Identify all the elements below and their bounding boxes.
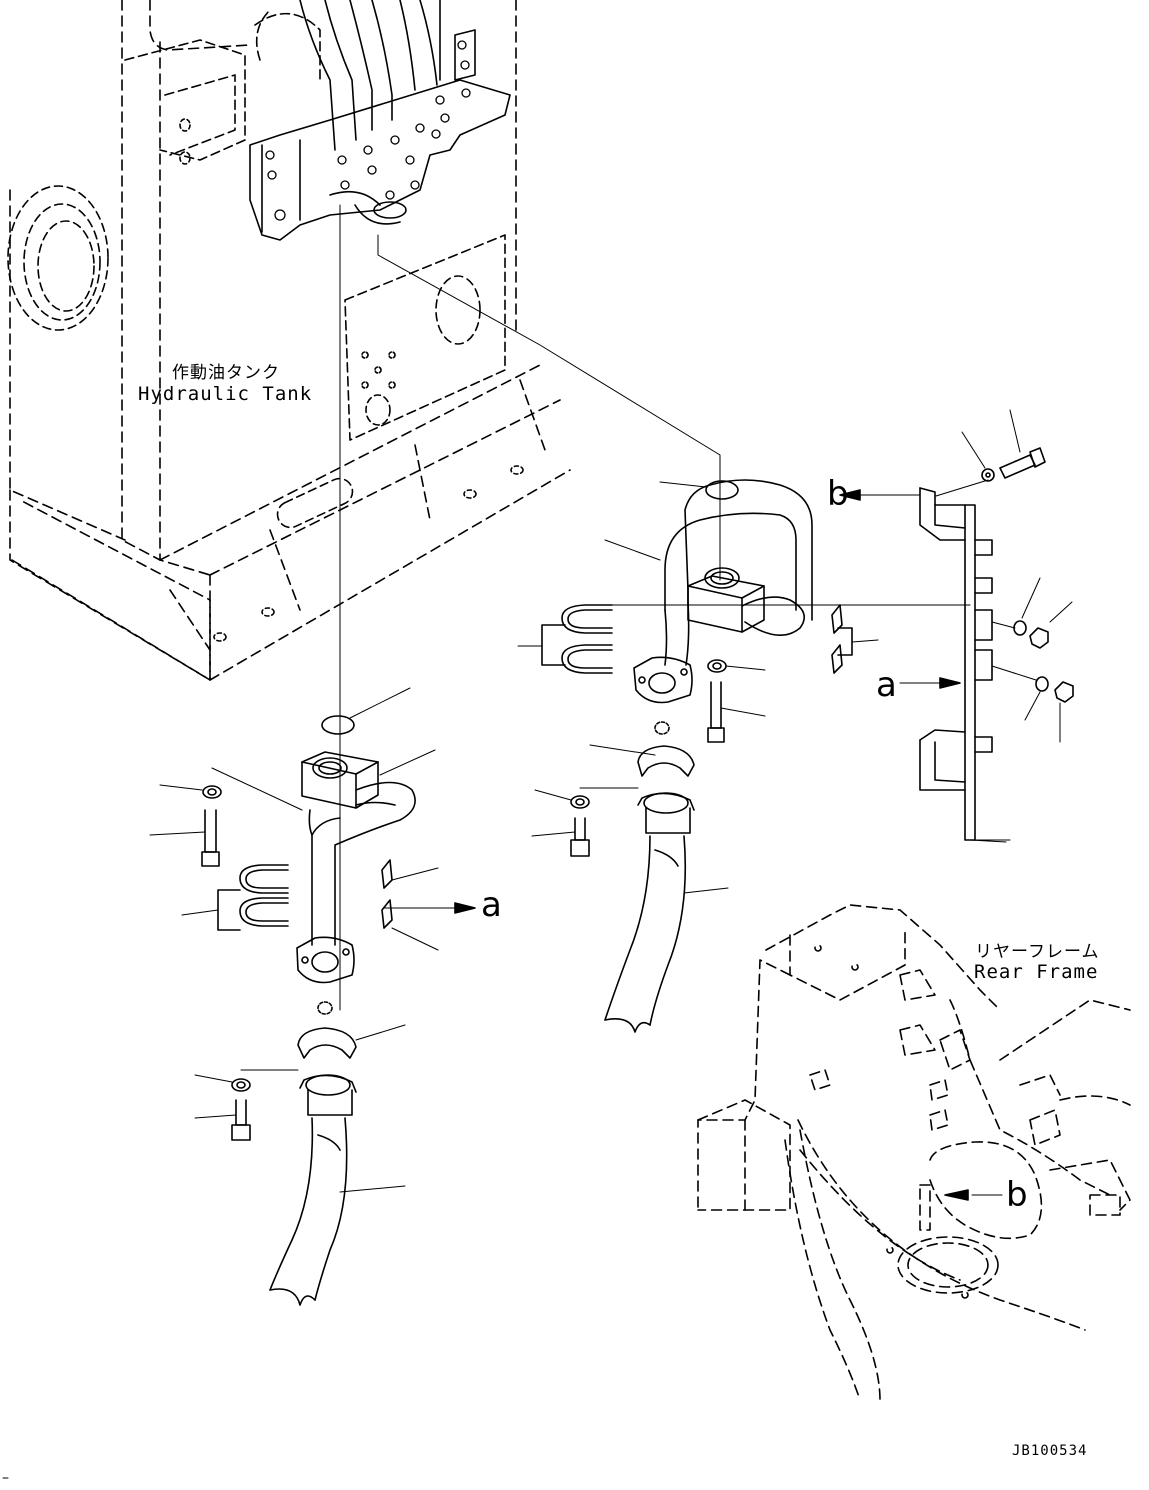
- rear-frame-label-jp: リヤーフレーム: [975, 942, 1100, 962]
- hydraulic-tank-label-jp: 作動油タンク: [172, 363, 280, 383]
- o-ring-right: [706, 481, 738, 499]
- right-tube-assembly: [378, 235, 970, 1032]
- drawing-code: JB100534: [1012, 1443, 1088, 1459]
- reference-a-left: a: [481, 885, 502, 925]
- hydraulic-tank: [8, 0, 570, 680]
- rear-frame-label-en: Rear Frame: [974, 961, 1099, 983]
- hydraulic-tank-label-en: Hydraulic Tank: [138, 383, 313, 405]
- left-tube-assembly: [150, 205, 475, 1305]
- o-ring-left: [322, 716, 354, 734]
- tank-manifold-block: [250, 0, 510, 240]
- reference-b-frame: b: [1006, 1175, 1028, 1215]
- reference-a-right: a: [876, 665, 897, 705]
- reference-b-top: b: [827, 474, 849, 514]
- mounting-bracket: [840, 410, 1073, 842]
- rear-frame-arrow: [945, 1190, 1002, 1200]
- rear-frame: [698, 905, 1130, 1400]
